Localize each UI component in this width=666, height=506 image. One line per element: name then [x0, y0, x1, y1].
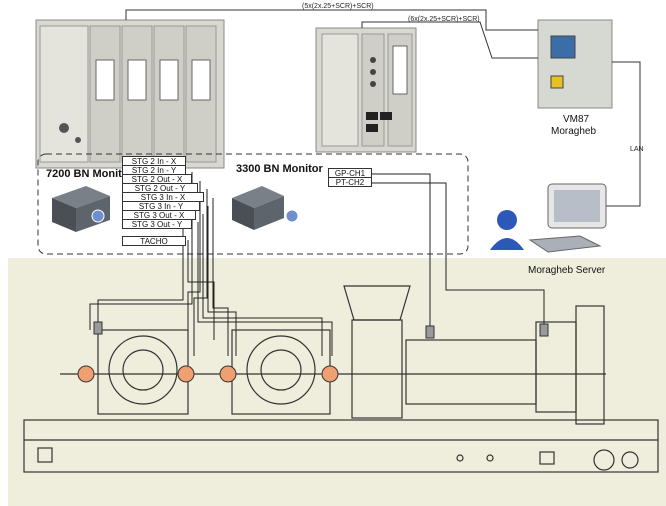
rack-7200-photo — [35, 19, 225, 169]
user-icon — [490, 210, 524, 250]
vm87-moragheb-label: Moragheb — [551, 126, 597, 137]
stg-channel-tag: STG 3 Out - Y — [122, 219, 192, 229]
cable-label-second: (6x(2x.25+SCR)+SCR) — [408, 16, 480, 23]
computer-rack-icon — [52, 186, 110, 232]
gp-channel-tag: PT-CH2 — [328, 177, 372, 187]
workstation-icon — [528, 183, 607, 253]
cabinet-icon — [537, 19, 613, 109]
probe-markers — [93, 321, 549, 339]
server-icon — [232, 186, 299, 230]
monitor-7200-label: 7200 BN Monitor — [46, 168, 133, 180]
cable-second — [361, 21, 538, 59]
cable-label-top: (5x(2x.25+SCR)+SCR) — [302, 3, 374, 10]
server-label: Moragheb Server — [528, 265, 606, 276]
cable-top — [125, 9, 538, 31]
mechanical-drawing-background — [8, 258, 666, 506]
monitor-3300-label: 3300 BN Monitor — [236, 163, 323, 175]
monitor-group-box — [37, 153, 469, 255]
vm87-label: VM87 — [563, 114, 590, 125]
sensor-markers — [77, 365, 339, 383]
rack-3300-photo — [315, 27, 417, 153]
tacho-tag: TACHO — [122, 236, 186, 246]
sensor-cables — [89, 165, 545, 356]
cable-lan — [602, 61, 641, 207]
cable-label-lan: LAN — [630, 146, 644, 153]
